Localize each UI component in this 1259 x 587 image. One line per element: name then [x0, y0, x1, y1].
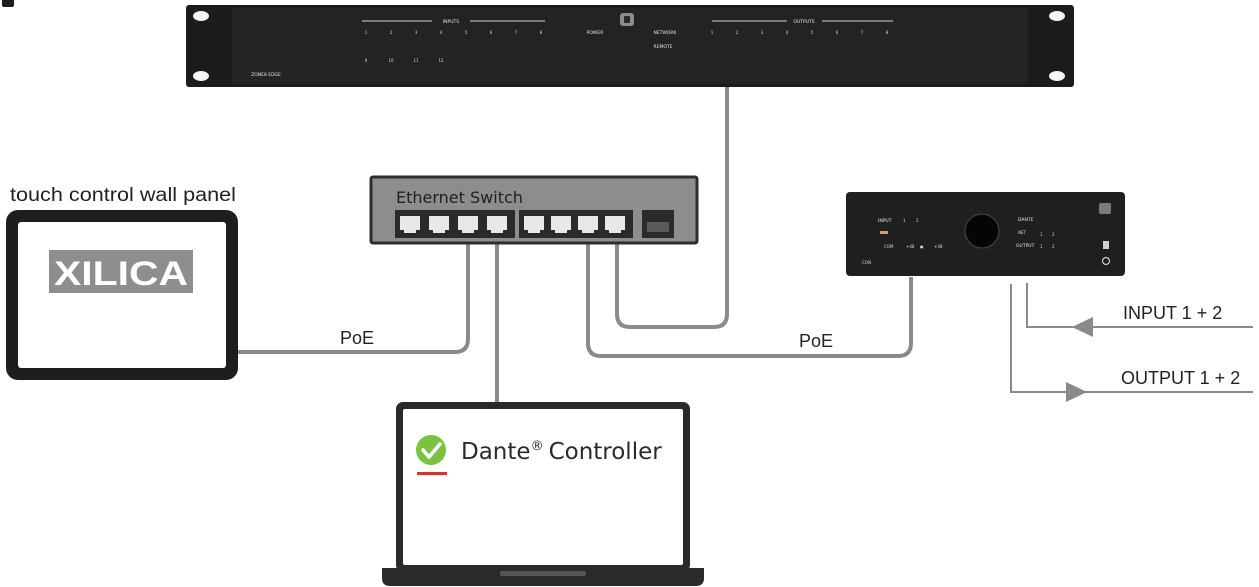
dante-app-name: Dante [461, 439, 531, 465]
input-number: 2 [390, 30, 393, 35]
wall-panel-screen [18, 222, 226, 368]
output-number: 5 [811, 30, 814, 35]
output-number-row: 1 2 3 4 5 6 7 8 [711, 30, 889, 35]
signal-lines [1010, 283, 1253, 393]
ethernet-switch-label: Ethernet Switch [396, 188, 523, 207]
input-number: 7 [515, 30, 518, 35]
rack-ear-hole [193, 11, 209, 21]
control-knob [964, 213, 1000, 249]
input-number: 5 [465, 30, 468, 35]
xilica-logo-icon [49, 250, 193, 293]
input-number-row-2: 9 10 11 12 [365, 58, 444, 63]
dante-app-suffix: Controller [549, 439, 663, 465]
rack-ear-hole [1049, 11, 1065, 21]
svg-text:2: 2 [916, 218, 919, 223]
output-number: 4 [786, 30, 789, 35]
poe-label-right: PoE [799, 331, 833, 351]
dante-check-icon [416, 435, 447, 475]
output-arrow-icon [1066, 382, 1087, 402]
wall-panel-caption: touch control wall panel [10, 185, 236, 206]
svg-text:2: 2 [1052, 244, 1055, 249]
output-number: 8 [886, 30, 889, 35]
output-number: 6 [836, 30, 839, 35]
xilica-logo-text: XILICA [54, 255, 188, 293]
input-signal-line [1026, 283, 1253, 328]
network-label: NETWORK [653, 30, 677, 36]
output-number: 1 [711, 30, 714, 35]
svg-text:2: 2 [1052, 232, 1055, 237]
battery-icon [1103, 241, 1109, 249]
inputs-label: INPUTS [443, 19, 459, 25]
input-number: 10 [388, 58, 394, 63]
input-number: 12 [438, 58, 444, 63]
input-number: 1 [365, 30, 368, 35]
power-button-icon [1101, 256, 1111, 266]
input-number: 9 [365, 58, 368, 63]
rack-ear-hole [193, 71, 209, 81]
output-line-label: OUTPUT 1 + 2 [1121, 368, 1240, 388]
input-number: 4 [440, 30, 443, 35]
outputs-label: OUTPUTS [793, 19, 814, 25]
svg-text:1: 1 [1040, 244, 1043, 249]
svg-text:1: 1 [1040, 232, 1043, 237]
ethernet-switch: Ethernet Switch [369, 175, 699, 245]
input-number: 3 [415, 30, 418, 35]
cable-switch-to-rack [615, 86, 729, 329]
svg-text:CON: CON [862, 260, 871, 265]
edge-output-input-label: NET [1018, 230, 1027, 235]
edge-device: INPUT 1 2 COM +48 ● +48 DANTE NET 1 2 OU… [846, 192, 1125, 276]
poe-label-left: PoE [340, 328, 374, 348]
input-number: 8 [540, 30, 543, 35]
svg-text:+48: +48 [934, 244, 943, 249]
corner-device-icon [2, 0, 14, 7]
remote-label: REMOTE [654, 44, 673, 50]
brand-logo-icon [1099, 203, 1111, 214]
output-number: 7 [861, 30, 864, 35]
input-number: 11 [413, 58, 419, 63]
ethernet-port-icons [400, 216, 625, 233]
cable-switch-to-edge [586, 240, 913, 358]
rack-unit: INPUTS 1 2 3 4 5 6 7 8 9 10 11 12 POWER … [186, 5, 1074, 87]
output-signal-line [1010, 284, 1253, 393]
output-number: 2 [736, 30, 739, 35]
svg-text:COM: COM [884, 244, 894, 249]
edge-dante-label: DANTE [1018, 217, 1034, 223]
input-arrow-icon [1072, 317, 1093, 337]
output-number: 3 [761, 30, 764, 35]
input-number: 6 [490, 30, 493, 35]
cables [238, 86, 913, 402]
laptop: Dante® Controller [382, 402, 704, 586]
svg-text:●: ● [920, 244, 924, 249]
edge-output-label: OUTPUT [1016, 243, 1035, 249]
power-label: POWER [587, 30, 604, 36]
input-line-label: INPUT 1 + 2 [1123, 303, 1222, 323]
laptop-base [382, 568, 704, 586]
dante-controller-title: Dante® Controller [461, 439, 662, 465]
svg-text:+48: +48 [906, 244, 915, 249]
rack-ear-hole [1049, 71, 1065, 81]
edge-input-label: INPUT [878, 218, 892, 224]
svg-text:1: 1 [903, 218, 906, 223]
input-number-row: 1 2 3 4 5 6 7 8 [365, 30, 543, 35]
laptop-screen [403, 409, 683, 565]
cable-panel-to-switch [238, 240, 470, 354]
rack-model-label: ZONE8 EDGE [251, 72, 281, 78]
dante-reg-mark: ® [531, 439, 544, 454]
wall-panel: touch control wall panel XILICA [6, 185, 238, 380]
